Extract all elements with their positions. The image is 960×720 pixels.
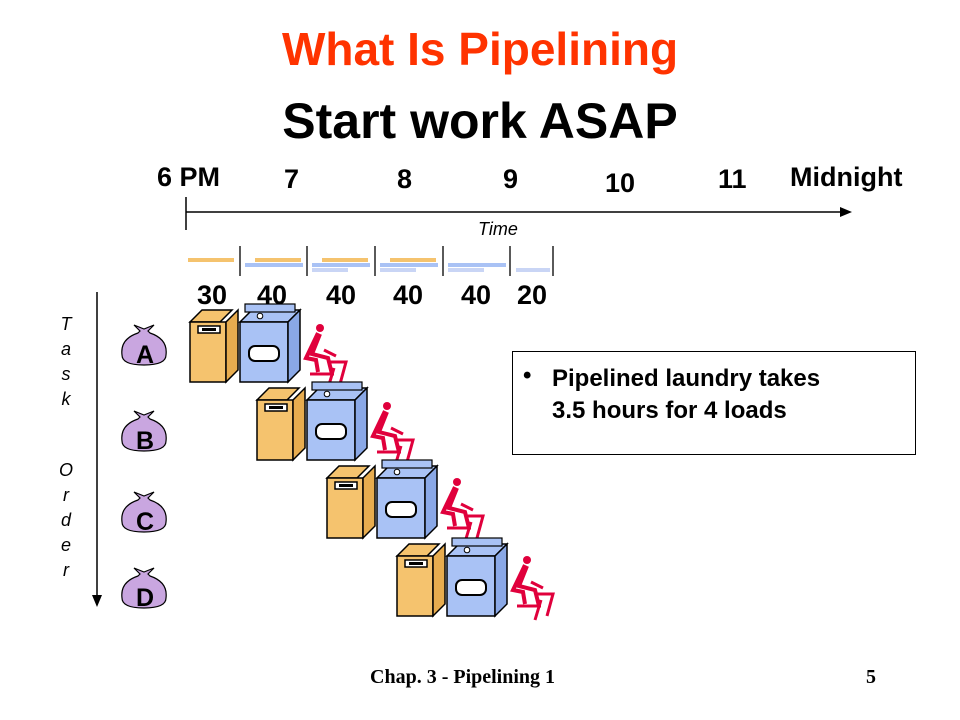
washer-icon [256,387,306,461]
tick-7: 7 [284,164,300,194]
duration-3: 40 [326,280,357,310]
task-label-a: A [136,341,154,369]
task-order-letter: r [63,485,69,505]
page-subtitle: Start work ASAP [282,93,678,149]
dryer-icon [239,303,301,383]
task-label-b: B [136,427,154,455]
folding-person-icon [371,400,415,468]
time-axis-arrow [840,207,852,217]
stage-bars [188,258,550,272]
footer-page-number: 5 [866,666,876,688]
time-axis-label: Time [478,219,518,239]
footer-chapter: Chap. 3 - Pipelining 1 [370,666,556,688]
tick-11: 11 [718,164,747,194]
task-order-letter: O [58,460,73,480]
task-order-letter: T [60,314,72,334]
stage-separators [239,246,554,276]
duration-1: 30 [197,280,228,310]
note-line-2: 3.5 hours for 4 loads [552,397,787,424]
duration-5: 40 [461,280,492,310]
washer-icon [189,309,239,383]
washer-icon [396,543,446,617]
page-title: What Is Pipelining [281,23,679,75]
folding-person-icon [511,554,555,622]
task-order-letter: a [60,339,71,359]
dryer-icon [446,537,508,617]
task-label-d: D [136,584,154,612]
duration-6: 20 [517,280,548,310]
tick-8: 8 [397,164,413,194]
task-order-letter: e [60,535,71,555]
folding-person-icon [441,476,485,544]
tick-midnight: Midnight [790,162,903,192]
task-order-letter: k [61,389,71,409]
dryer-icon [306,381,368,461]
dryer-icon [376,459,438,539]
note-line-1: Pipelined laundry takes [552,365,821,392]
task-label-c: C [136,508,154,536]
bullet: • [523,362,532,389]
folding-person-icon [304,322,348,390]
washer-icon [326,465,376,539]
task-order-letter: s [61,364,71,384]
tick-9: 9 [503,164,519,194]
task-order-letter: d [60,510,71,530]
note-box: • Pipelined laundry takes 3.5 hours for … [512,351,916,455]
tick-6pm: 6 PM [157,162,221,192]
duration-4: 40 [393,280,424,310]
tick-10: 10 [605,168,636,198]
task-order-letter: r [63,560,69,580]
